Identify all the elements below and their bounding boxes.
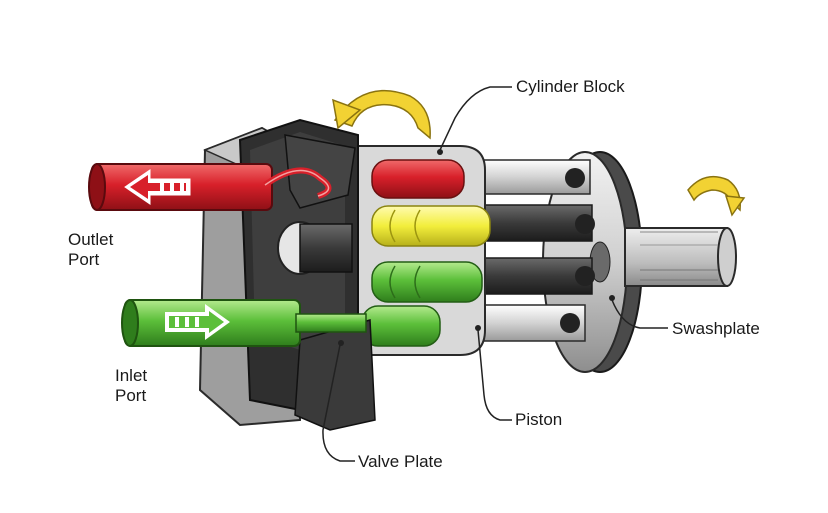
valve-plate-label: Valve Plate — [358, 452, 443, 471]
rotation-arrow-right — [687, 175, 746, 217]
leader-swashplate — [611, 299, 668, 329]
leader-piston — [477, 329, 512, 421]
inlet-port-tube — [121, 299, 367, 347]
inlet-port-label: Inlet Port — [115, 366, 147, 406]
inlet-port-label-line1: Inlet — [115, 366, 148, 385]
inlet-port-label-line2: Port — [115, 386, 147, 405]
cylinder-block — [349, 145, 491, 356]
leader-valve-plate — [322, 344, 355, 462]
outlet-port-label: Outlet Port — [68, 230, 113, 270]
swashplate-label: Swashplate — [672, 319, 760, 338]
piston-label: Piston — [515, 410, 563, 429]
cylinder-block-label: Cylinder Block — [516, 77, 625, 96]
outlet-port-label-line1: Outlet — [68, 230, 114, 249]
rotation-arrow-left — [332, 89, 431, 140]
leader-cylinder-block — [439, 86, 512, 151]
piston-rods — [469, 159, 595, 342]
outlet-port-label-line2: Port — [68, 250, 100, 269]
drive-shaft — [624, 227, 737, 287]
leader-lines — [322, 86, 668, 462]
outlet-port-tube — [88, 163, 332, 211]
